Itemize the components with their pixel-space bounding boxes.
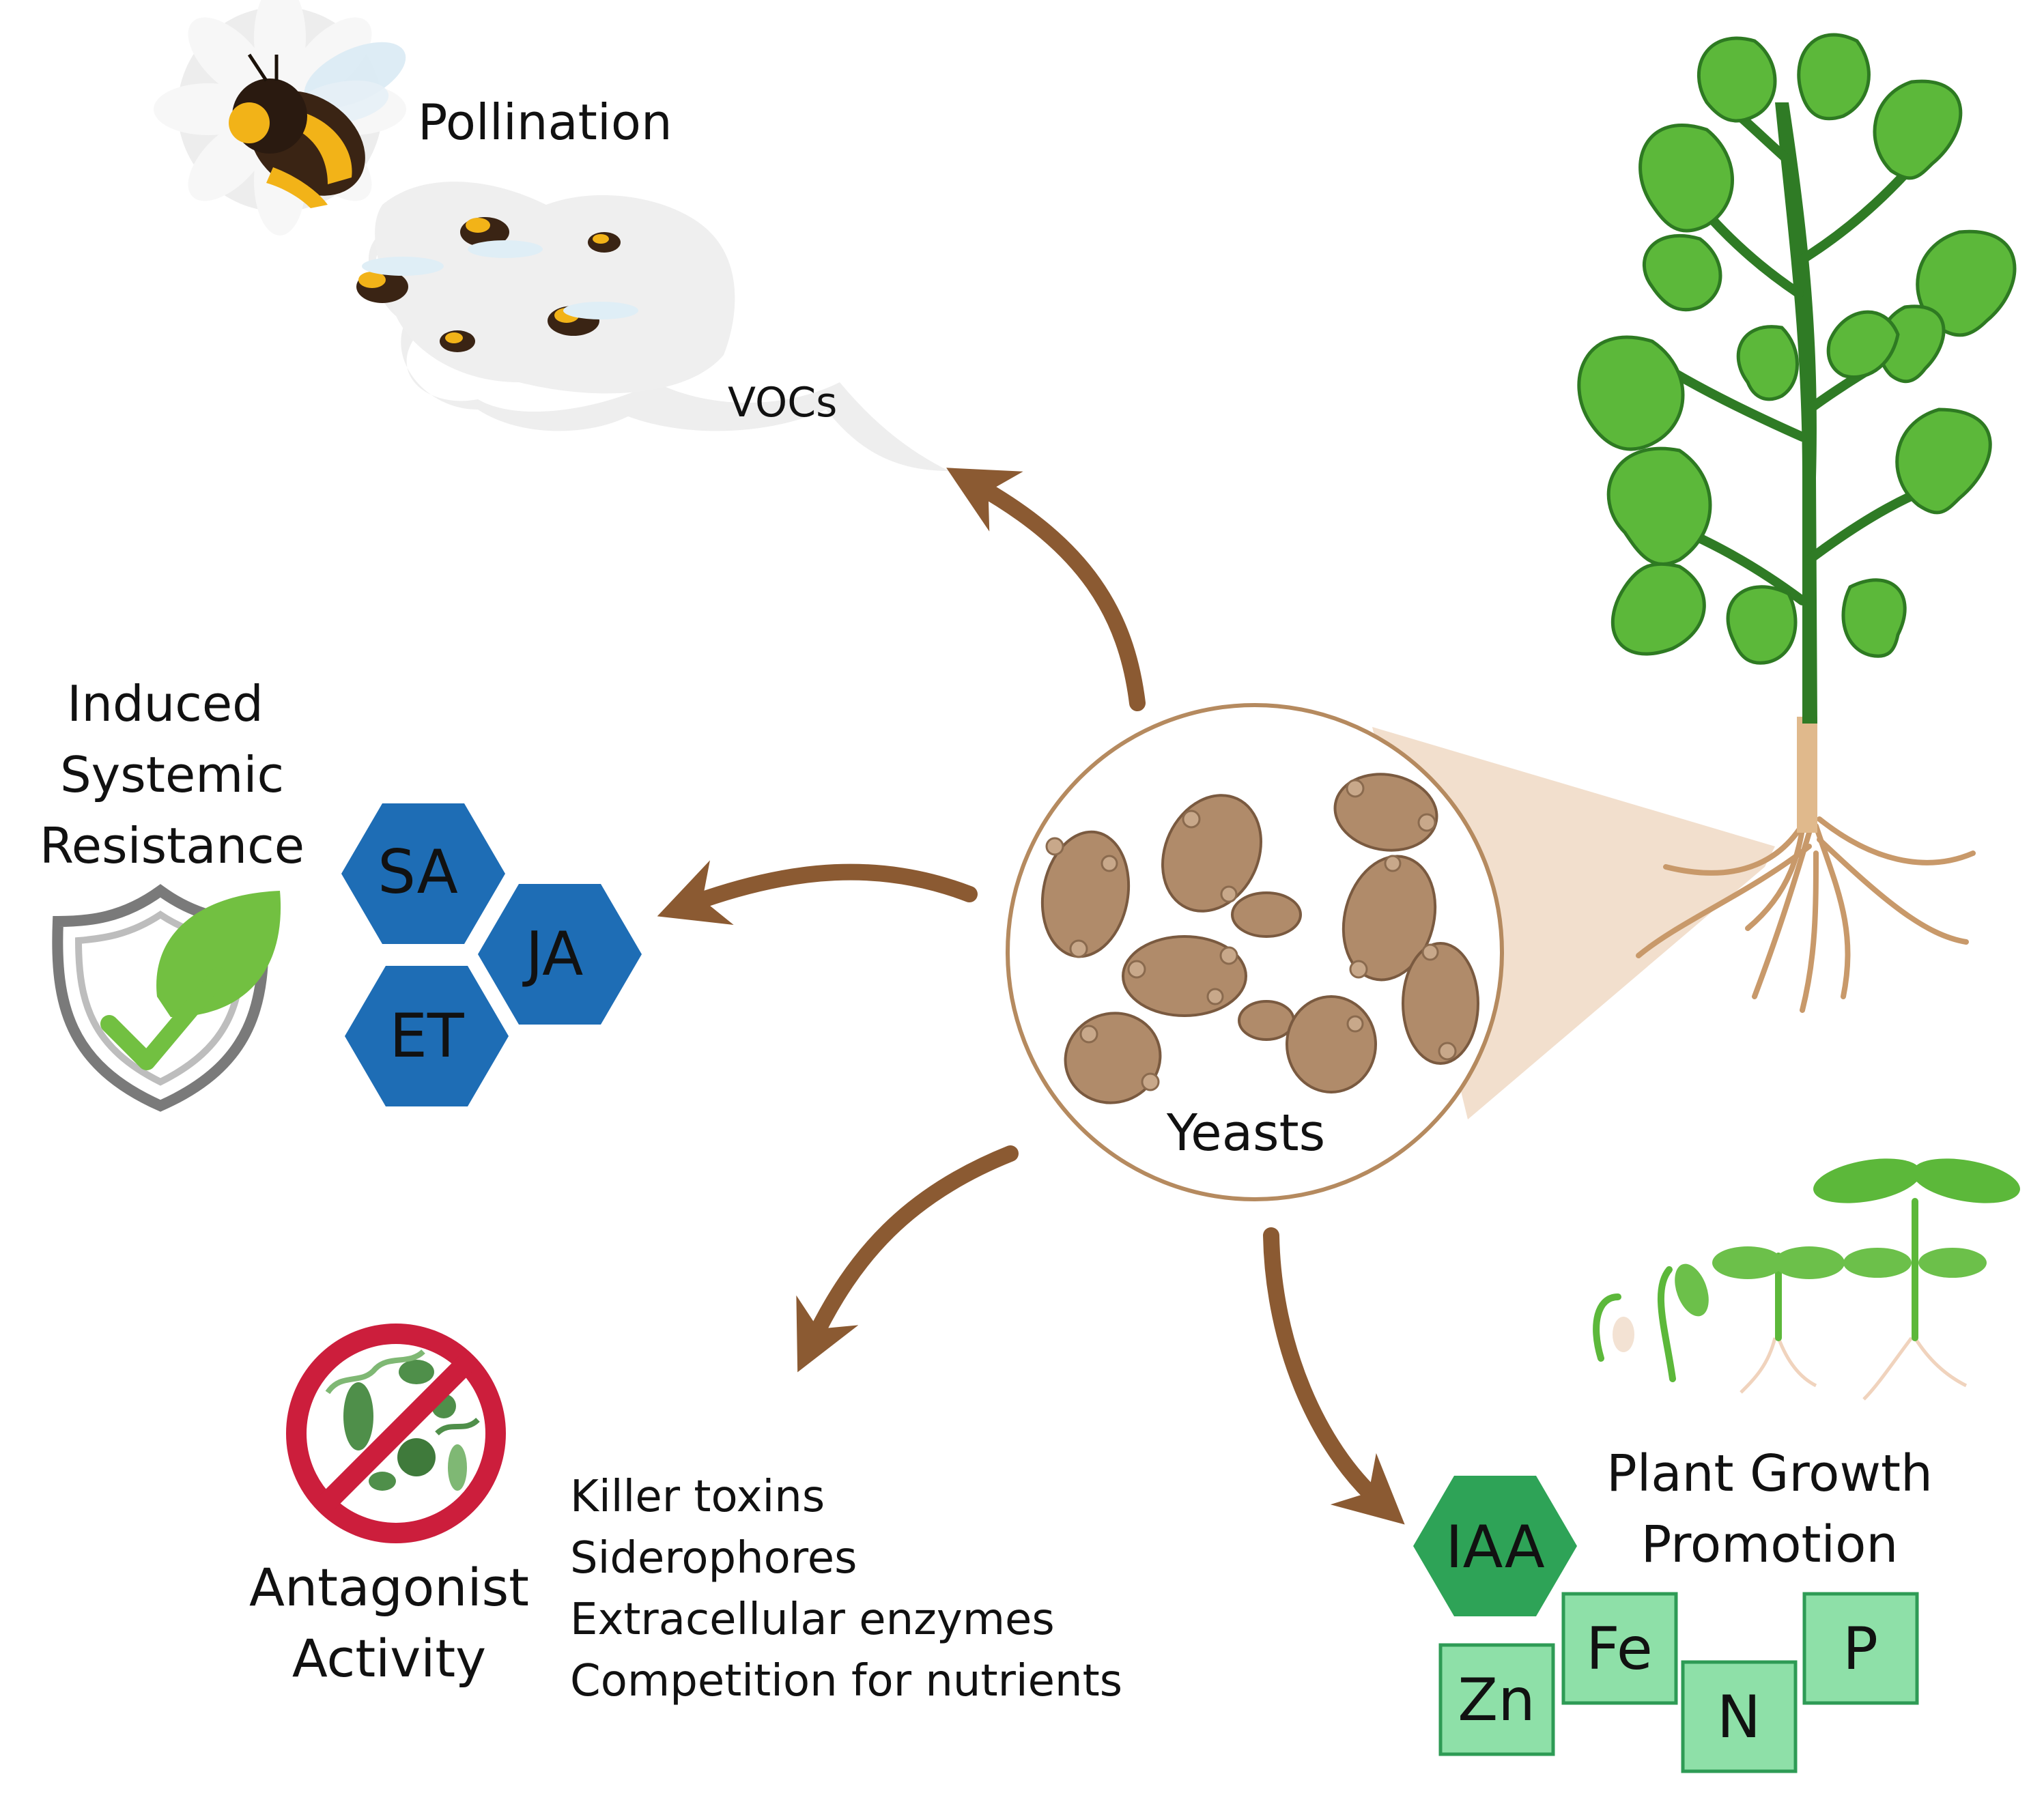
hexagon-iaa: [1413, 1476, 1577, 1616]
nutrient-box-zn: [1438, 1643, 1555, 1756]
hormone-sa-label: SA: [378, 837, 458, 907]
arrows: [657, 468, 1405, 1525]
seedlings-illustration: [1593, 1158, 2020, 1401]
isr-group: Induced Systemic Resistance SA JA ET: [40, 675, 642, 1112]
isr-title-line1: Induced: [67, 675, 264, 732]
growth-group: Plant Growth Promotion IAA Zn Fe N P: [1413, 1158, 2020, 1773]
hexagon-ja: [478, 884, 642, 1025]
nutrient-fe-label: Fe: [1586, 1615, 1653, 1683]
mechanism-item: Killer toxins: [570, 1472, 825, 1522]
isr-title-line3: Resistance: [40, 817, 304, 874]
bee-icon: [229, 42, 406, 208]
hexagon-sa: [341, 803, 505, 944]
nutrient-p-label: P: [1843, 1615, 1878, 1683]
pollination-group: Pollination VOCs: [154, 0, 949, 471]
nutrient-box-n: [1681, 1660, 1798, 1773]
mechanism-item: Competition for nutrients: [570, 1656, 1122, 1706]
antagonist-group: Antagonist Activity Killer toxins Sidero…: [249, 1324, 1122, 1706]
nutrient-box-fe: [1561, 1592, 1678, 1705]
no-microbes-icon: [286, 1324, 506, 1543]
pollination-title: Pollination: [418, 94, 672, 151]
vocs-label: VOCs: [728, 379, 837, 427]
nutrient-zn-label: Zn: [1458, 1666, 1535, 1734]
shield-check-icon: [52, 884, 281, 1112]
arrow-to-isr: [657, 860, 978, 925]
growth-title-line2: Promotion: [1641, 1515, 1899, 1574]
hexagon-et: [345, 966, 509, 1106]
mechanism-item: Extracellular enzymes: [570, 1594, 1055, 1645]
hormone-et-label: ET: [389, 1001, 465, 1071]
small-bee-icon: [356, 217, 638, 352]
hormone-hexagons: [341, 803, 642, 1106]
arrow-to-pollination: [946, 468, 1146, 711]
yeasts-label: Yeasts: [1166, 1104, 1325, 1162]
antagonist-title-line1: Antagonist: [249, 1557, 529, 1618]
voc-cloud: [369, 225, 949, 471]
plant-leaf: [1606, 446, 1712, 566]
arrow-to-growth: [1263, 1227, 1405, 1525]
antagonist-title-line2: Activity: [292, 1628, 486, 1689]
leaf-icon: [156, 891, 281, 1017]
nutrient-n-label: N: [1717, 1683, 1761, 1751]
yeasts-group: Yeasts: [1006, 703, 1504, 1201]
nutrient-box-p: [1802, 1592, 1919, 1705]
arrow-to-antagonist: [796, 1145, 1019, 1373]
growth-title-line1: Plant Growth: [1606, 1444, 1933, 1503]
hormone-ja-label: JA: [522, 919, 584, 989]
hormone-iaa-label: IAA: [1445, 1513, 1545, 1582]
mechanism-item: Siderophores: [570, 1533, 857, 1584]
isr-title-line2: Systemic: [60, 746, 284, 803]
